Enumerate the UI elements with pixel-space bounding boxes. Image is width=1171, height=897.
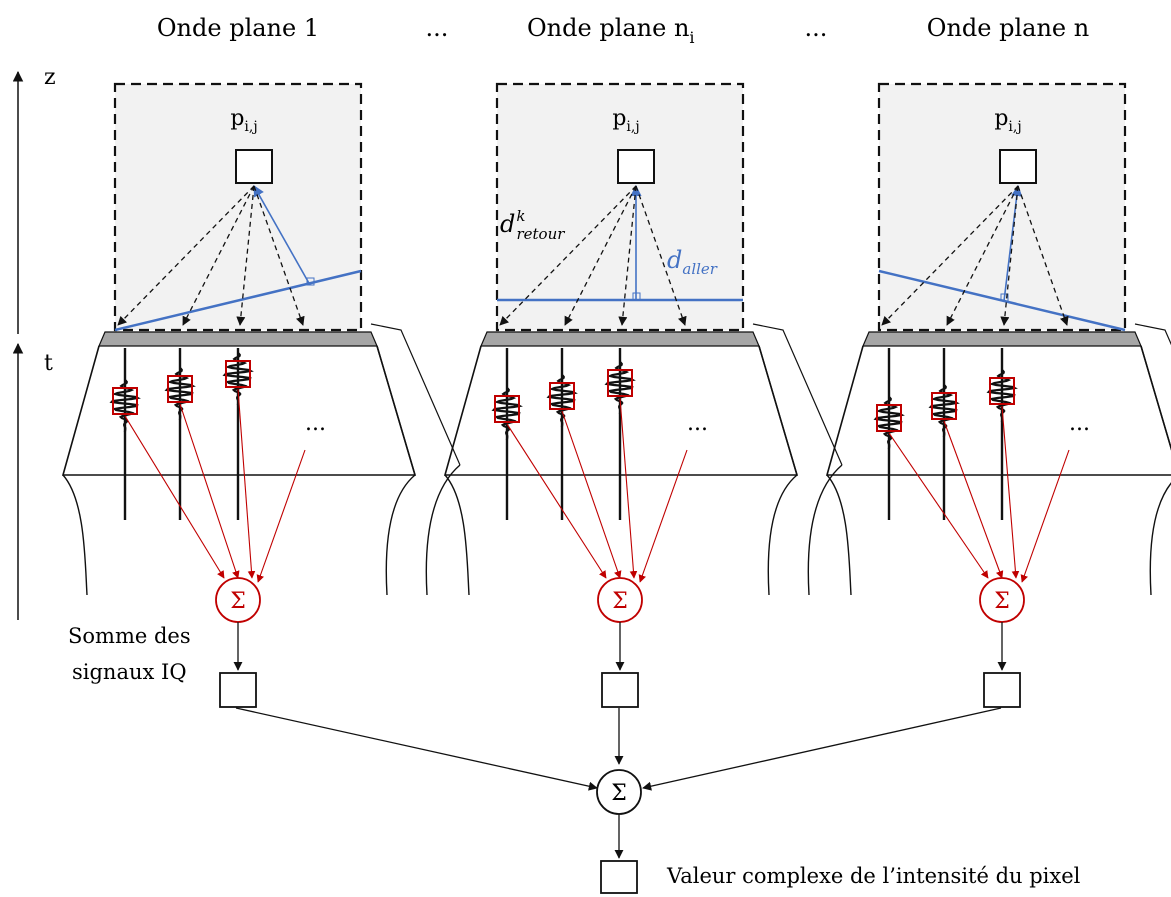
delay-window-2	[167, 375, 193, 403]
probe-side	[370, 323, 461, 466]
receive-path-2	[182, 185, 255, 326]
title-wave-1: Onde plane 1	[157, 14, 319, 42]
delay-window-1	[876, 404, 902, 432]
wave-column-3: pi,j... Σ	[825, 82, 1171, 708]
sum-label: Somme des signaux IQ	[68, 624, 191, 684]
iq-sum-box	[219, 672, 257, 708]
delay-arrow-1	[888, 432, 989, 579]
delay-window-3	[989, 377, 1015, 405]
receive-path-1	[117, 185, 255, 326]
transducer-face	[480, 331, 760, 347]
right-angle-mark	[306, 277, 315, 286]
delay-window-1	[112, 387, 138, 415]
title-wave-i: Onde plane ni	[527, 14, 695, 47]
delay-window-2	[549, 382, 575, 410]
cable-right	[767, 474, 798, 596]
receive-path-2	[946, 185, 1019, 326]
title-wave-n: Onde plane n	[927, 14, 1089, 42]
delay-arrow-4	[256, 449, 306, 583]
delay-arrow-2	[561, 410, 622, 579]
receive-path-1	[499, 185, 637, 326]
d-aller-label: daller	[667, 246, 718, 278]
title-ellipsis-right: ...	[805, 14, 828, 42]
t-axis-label: t	[44, 351, 53, 376]
final-sum-symbol: Σ	[611, 781, 627, 806]
receive-path-4	[1017, 185, 1069, 326]
cable-right	[385, 474, 416, 596]
delay-arrow-2	[943, 420, 1004, 579]
t-axis: t	[12, 342, 53, 620]
sum-label-line2: signaux IQ	[72, 660, 187, 684]
probe-side	[1134, 323, 1171, 346]
delay-window-1	[494, 395, 520, 423]
cable-right	[1149, 482, 1171, 596]
arrow-col3-to-final	[642, 707, 1002, 791]
delay-arrow-3	[237, 388, 256, 579]
final-label: Valeur complexe de l’intensité du pixel	[666, 864, 1081, 888]
pixel-label: pi,j	[994, 106, 1021, 135]
arrow-col1-to-final	[235, 707, 598, 791]
receive-path-1	[881, 185, 1019, 326]
cable-left	[826, 474, 852, 596]
pixel-box	[999, 149, 1037, 184]
pixel-box	[235, 149, 273, 184]
right-angle-mark	[1000, 293, 1009, 302]
beamform-sum-symbol: Σ	[994, 589, 1010, 614]
beamform-sum-symbol: Σ	[612, 589, 628, 614]
receive-path-2	[564, 185, 637, 326]
transducer-face	[862, 331, 1142, 347]
delay-window-3	[607, 369, 633, 397]
delay-arrow-4	[1020, 449, 1070, 583]
iq-sum-box	[983, 672, 1021, 708]
wavefront	[114, 269, 362, 332]
receive-path-4	[253, 185, 305, 326]
signal-ellipsis: ...	[305, 411, 326, 436]
imaging-region	[495, 82, 745, 332]
pixel-label: pi,j	[612, 106, 639, 135]
pixel-box	[617, 149, 655, 184]
wave-column-1: pi,j... Σ	[61, 82, 461, 708]
imaging-region	[877, 82, 1127, 332]
delay-window-2	[931, 392, 957, 420]
signal-ellipsis: ...	[687, 411, 708, 436]
sum-label-line1: Somme des	[68, 624, 191, 648]
delay-arrow-4	[638, 449, 688, 583]
signal-ellipsis: ...	[1069, 411, 1090, 436]
delay-arrow-3	[1001, 405, 1020, 579]
cable-left	[444, 474, 470, 596]
z-axis-label: z	[44, 65, 56, 90]
final-pixel-box	[600, 860, 638, 894]
z-axis: z	[12, 65, 56, 334]
final-sum: Σ Valeur complexe de l’intensité du pixe…	[235, 707, 1081, 894]
delay-arrow-1	[124, 415, 225, 579]
probe-side	[752, 323, 843, 466]
delay-window-3	[225, 360, 251, 388]
delay-arrow-3	[619, 397, 638, 579]
transmit-path	[253, 185, 311, 286]
imaging-region	[113, 82, 363, 332]
receive-path-4	[635, 185, 687, 326]
delay-arrow-1	[506, 423, 607, 579]
delay-arrow-2	[179, 403, 240, 579]
title-ellipsis-left: ...	[426, 14, 449, 42]
column-titles: Onde plane 1 ... Onde plane ni ... Onde …	[157, 14, 1089, 47]
pixel-label: pi,j	[230, 106, 257, 135]
cable-left	[62, 474, 88, 596]
beamform-sum-symbol: Σ	[230, 589, 246, 614]
transducer-face	[98, 331, 378, 347]
iq-sum-box	[601, 672, 639, 708]
right-angle-mark	[632, 292, 641, 301]
